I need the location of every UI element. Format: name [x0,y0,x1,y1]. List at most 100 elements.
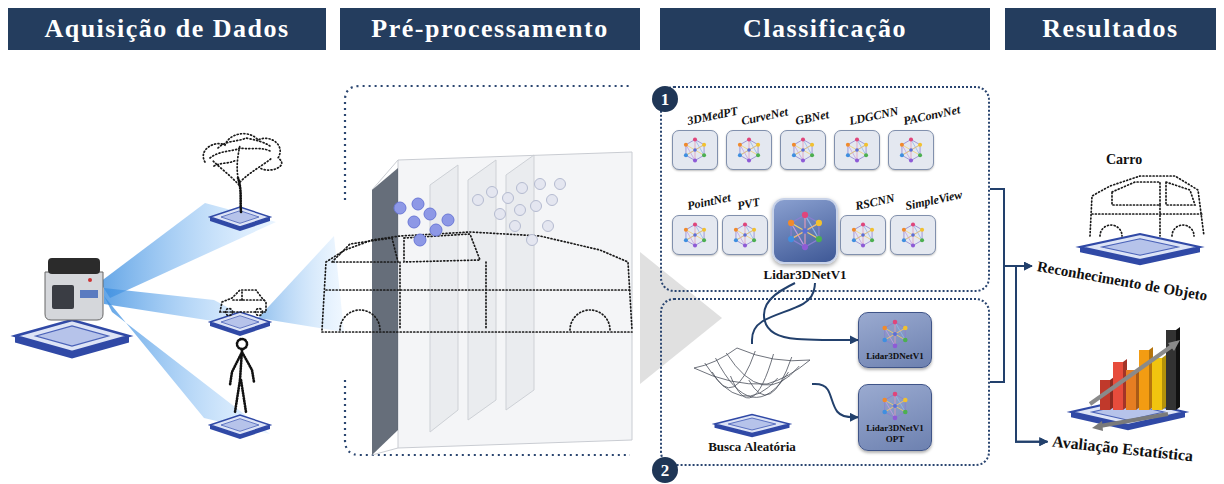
chart-illustration [1092,421,1103,431]
network-icon [852,222,874,247]
preprocessing-illustration [515,205,526,216]
model-name: PAConvNet [902,102,961,128]
preprocessing-illustration [495,209,506,220]
preprocessing-illustration [527,235,538,246]
model-box-highlight [772,198,838,264]
result-text: Avaliação Estatística [1052,433,1194,465]
model-name: LDGCNN [848,104,900,128]
preprocessing-illustration [322,232,632,330]
preprocessing-illustration [398,152,632,448]
callout-number: 1 [661,91,670,108]
preprocessing-illustration [332,238,398,262]
light-beam [258,236,344,332]
preprocessing-illustration [473,195,484,206]
preprocessing-illustration [547,195,558,206]
car-point-cloud [210,290,270,336]
network-icon [848,220,878,250]
result-text: Reconhecimento de Objeto [1036,258,1209,304]
network-icon [730,220,760,250]
search-surface [694,348,810,437]
header-band: Aquisição de Dados [8,8,326,50]
light-beam [104,296,270,434]
preprocessing-illustration [430,224,442,236]
flow-connector [812,384,858,417]
model-box: RSCNN [840,215,886,255]
preprocessing-illustration [408,216,420,228]
flow-arrow [640,252,722,384]
label-holder: 3DMedPT [685,101,739,129]
preprocessing-illustration [400,262,486,330]
network-icon [878,389,912,423]
preprocessing-illustration [394,198,454,246]
light-beam [100,203,344,434]
model-box: SimpleView [890,215,936,255]
header-text: Aquisição de Dados [44,14,289,44]
label-holder: Carro [1106,150,1142,168]
chart-illustration [1162,355,1166,410]
flow-connector [990,189,1047,442]
network-icon [680,135,710,165]
model-box: CurveNet [726,130,772,170]
lidar-sensor [45,272,103,320]
preprocessing-illustration [543,221,554,232]
callout-circle: 2 [652,457,678,483]
proposed-model: Lidar3DNetV1 [772,198,838,283]
person-point-cloud [210,415,270,439]
model-name: PointNet [686,190,732,213]
label-holder: GBNet [793,104,830,129]
preprocessing-illustration [487,187,498,198]
preprocessing-illustration [372,168,398,455]
model-box: Lidar3DNetV1 [858,312,932,368]
result-label: Avaliação Estatística [1051,433,1194,466]
label-holder: PVT [735,192,761,214]
network-icon [896,135,926,165]
model-name: SimpleView [904,187,964,213]
header-band: Resultados [1005,8,1216,50]
lidar-sensor [48,258,100,274]
network-icon [734,222,756,247]
model-name: CurveNet [740,104,789,128]
preprocessing-illustration [570,310,610,330]
network-icon [782,208,828,254]
object-label: Carro [1106,152,1142,167]
preprocessing-illustration [535,179,546,190]
label-holder: SimpleView [903,184,963,214]
network-icon [902,222,924,247]
lidar-sensor [80,290,98,298]
label-holder: PAConvNet [901,99,961,129]
network-icon [792,137,814,162]
header-text: Pré-processamento [371,14,608,44]
network-icon [788,135,818,165]
result-car [1166,182,1195,205]
model-name: RSCNN [854,191,896,213]
random-search: Busca Aleatória [692,344,812,455]
result-label: Reconhecimento de Objeto [1036,257,1209,305]
result-car [1080,234,1200,265]
preprocessing-illustration [404,234,480,262]
network-icon [898,220,928,250]
chart-illustration [1090,346,1172,404]
chart-illustration [1100,414,1168,426]
preprocessing-illustration [424,208,436,220]
network-icon [738,137,760,162]
label-holder: LDGCNN [847,101,900,129]
result-car [1100,225,1194,236]
callout-circle: 1 [652,86,678,112]
header-text: Resultados [1042,14,1178,44]
flow-connector [990,189,1032,266]
model-box: LDGCNN [834,130,880,170]
lidar-sensor [15,258,129,358]
model-box: PVT [722,215,768,255]
tree-point-cloud [210,148,272,158]
preprocessing-illustration [322,232,632,332]
model-name: Lidar3DNetV1 OPT [863,423,927,445]
lidar-sensor [88,278,92,282]
network-icon [788,212,822,250]
callout-number: 2 [661,462,670,479]
network-icon [846,137,868,162]
network-icon [882,392,907,420]
tree-point-cloud [214,160,236,166]
